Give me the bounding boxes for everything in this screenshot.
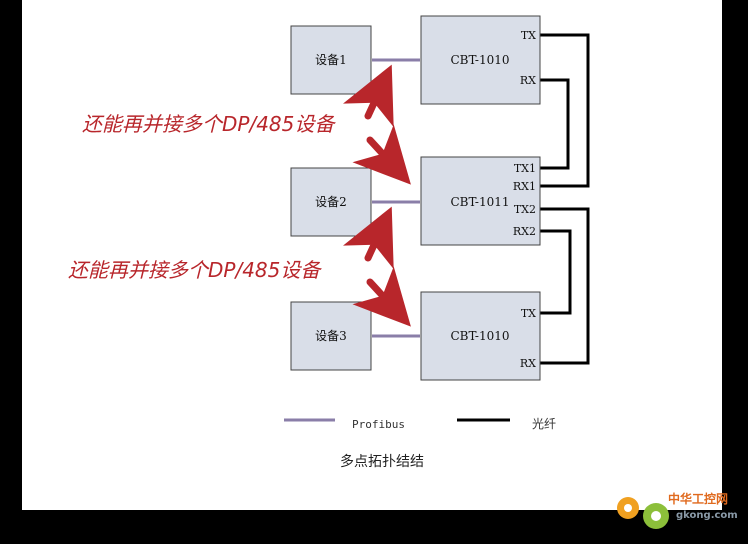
device-label-1: 设备1 xyxy=(315,53,347,67)
converter-label-3: CBT-1010 xyxy=(450,329,509,343)
legend-profibus-label: Profibus xyxy=(352,418,405,431)
fiber-line-inner-bottom xyxy=(540,229,572,315)
port-c3-rx: RX xyxy=(520,357,536,370)
converter-box-3: CBT-1010 TX RX xyxy=(420,291,541,381)
port-c2-rx2: RX2 xyxy=(513,225,536,238)
topology-diagram: 设备1 设备2 设备3 CBT-1010 TX RX CBT-1011 TX1 … xyxy=(68,15,590,470)
device-label-3: 设备3 xyxy=(315,329,347,343)
watermark-text-cn: 中华工控网 xyxy=(668,491,728,506)
legend: Profibus 光纤 xyxy=(284,417,556,431)
device-label-2: 设备2 xyxy=(315,195,347,209)
fiber-line-outer-top xyxy=(540,33,590,188)
port-c3-tx: TX xyxy=(521,307,536,320)
arrow-up-2 xyxy=(342,206,394,270)
arrow-down-1 xyxy=(352,124,411,185)
port-c1-tx: TX xyxy=(521,29,536,42)
port-c1-rx: RX xyxy=(520,74,536,87)
device-box-3: 设备3 xyxy=(290,301,372,371)
converter-box-1: CBT-1010 TX RX xyxy=(420,15,541,105)
callout-bottom: 还能再并接多个DP/485设备 xyxy=(68,258,322,282)
arrow-down-2 xyxy=(352,266,411,327)
device-box-1: 设备1 xyxy=(290,25,372,95)
callout-arrows xyxy=(342,64,411,327)
converter-label-1: CBT-1010 xyxy=(450,53,509,67)
port-c2-rx1: RX1 xyxy=(513,180,536,193)
fiber-line-outer-bottom xyxy=(540,207,590,365)
gear-logo-icon: 中华工控网 gkong.com xyxy=(617,491,738,529)
diagram-canvas: 设备1 设备2 设备3 CBT-1010 TX RX CBT-1011 TX1 … xyxy=(22,0,722,510)
device-box-2: 设备2 xyxy=(290,167,372,237)
port-c2-tx1: TX1 xyxy=(514,162,536,175)
diagram-caption: 多点拓扑结结 xyxy=(340,453,424,470)
converter-label-2: CBT-1011 xyxy=(450,195,509,209)
watermark-logo: 中华工控网 gkong.com xyxy=(610,484,746,540)
fiber-line-inner-top xyxy=(540,78,570,170)
legend-fiber-label: 光纤 xyxy=(532,417,556,431)
arrow-up-1 xyxy=(342,64,394,128)
converter-box-2: CBT-1011 TX1 RX1 TX2 RX2 xyxy=(420,156,541,246)
callout-top: 还能再并接多个DP/485设备 xyxy=(82,112,336,136)
port-c2-tx2: TX2 xyxy=(514,203,536,216)
watermark-url: gkong.com xyxy=(676,510,738,521)
